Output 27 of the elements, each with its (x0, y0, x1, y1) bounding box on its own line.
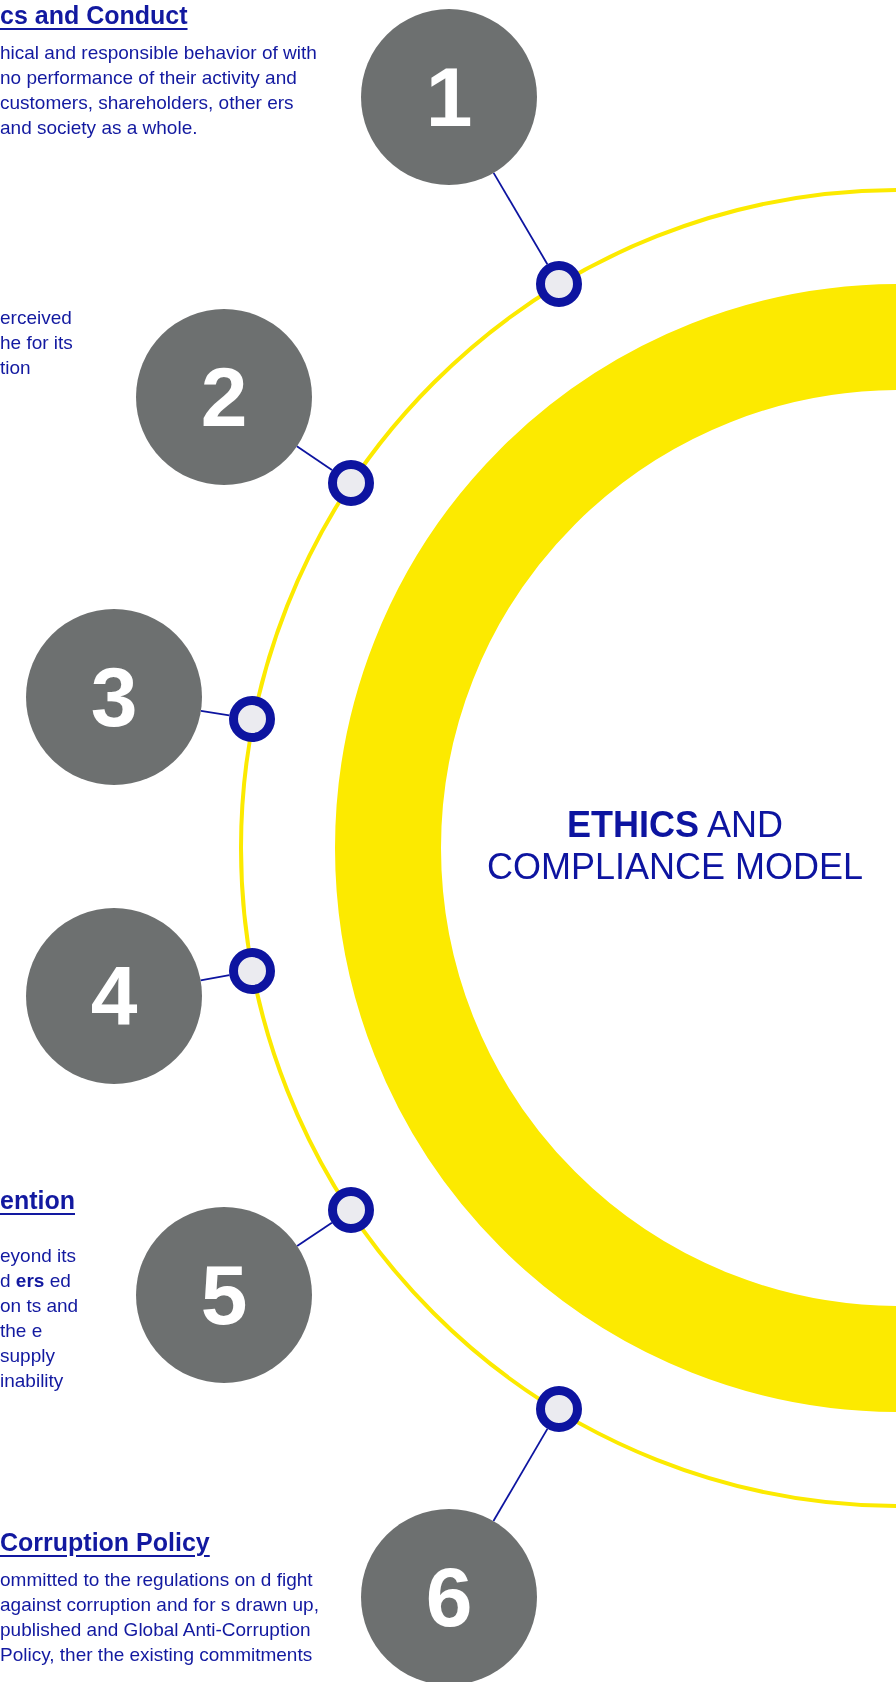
ring-marker (536, 261, 582, 307)
ring-marker (229, 696, 275, 742)
number-circle: 3 (26, 609, 202, 785)
number-circle: 1 (361, 9, 537, 185)
section-heading: ention (0, 1185, 76, 1215)
section-heading: Corruption Policy (0, 1527, 211, 1557)
section-text: ommitted to the regulations on d fight against corruption and for s drawn up, published and Global Anti-Corruption Policy, ther the existing commitments (0, 1568, 320, 1667)
connector-line (199, 974, 231, 982)
section-text: hical and responsible behavior of with no performance of their activity and customers, shareholders, other ers and society as a whole. (0, 41, 318, 140)
number-circle: 4 (26, 908, 202, 1084)
section-text: erceived he for its tion (0, 306, 74, 380)
connector-line (295, 445, 333, 471)
section-heading: cs and Conduct (0, 0, 189, 30)
connector-line (296, 1221, 333, 1247)
ring-marker (536, 1386, 582, 1432)
number-circle: 2 (136, 309, 312, 485)
number-circle: 6 (361, 1509, 537, 1682)
connector-line (492, 1427, 549, 1522)
section-text: eyond its d ers ed on ts and the e supply inability (0, 1244, 80, 1393)
center-title: ETHICS AND COMPLIANCE MODEL (485, 804, 865, 888)
number-circle: 5 (136, 1207, 312, 1383)
ring-marker (328, 460, 374, 506)
connector-line (200, 709, 231, 717)
ring-marker (328, 1187, 374, 1233)
ring-marker (229, 948, 275, 994)
connector-line (492, 171, 549, 266)
ring-band (335, 284, 896, 1412)
